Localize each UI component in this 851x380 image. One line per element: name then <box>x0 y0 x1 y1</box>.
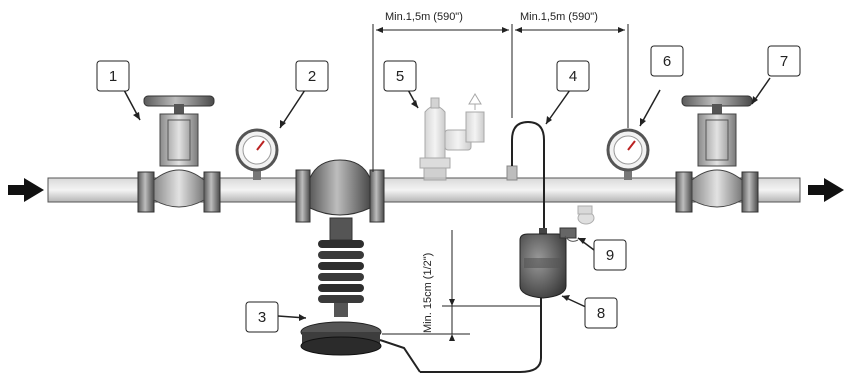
callout-7: 7 <box>767 45 801 77</box>
pressure-reducing-valve-actuator <box>295 159 385 356</box>
callout-9: 9 <box>593 239 627 271</box>
safety-relief-valve <box>419 93 485 181</box>
callout-3: 3 <box>245 301 279 333</box>
dimension-vertical-label: Min. 15cm (1/2") <box>422 253 434 333</box>
callout-arrowheads <box>133 96 758 321</box>
callout-5: 5 <box>383 60 417 92</box>
callout-4-label: 4 <box>569 68 577 85</box>
callout-9-label: 9 <box>606 247 614 264</box>
callout-6: 6 <box>650 45 684 77</box>
pressure-gauge-outlet <box>606 128 650 180</box>
impulse-line-tap <box>420 120 545 373</box>
callout-5-label: 5 <box>396 68 404 85</box>
flow-arrow-outlet-icon <box>808 178 844 202</box>
spring-icon <box>318 240 364 303</box>
dimension-top-right-label: Min.1,5m (590") <box>520 11 598 23</box>
flow-arrow-inlet-icon <box>8 178 44 202</box>
pressure-gauge-inlet <box>235 128 279 180</box>
callout-1: 1 <box>96 60 130 92</box>
shut-off-valve-outlet <box>675 95 759 213</box>
callout-1-label: 1 <box>109 68 117 85</box>
callout-4: 4 <box>556 60 590 92</box>
dimension-top-left-label: Min.1,5m (590") <box>385 11 463 23</box>
callout-3-label: 3 <box>258 309 266 326</box>
dimension-top-left: Min.1,5m (590") <box>372 11 513 172</box>
actuator-control-line <box>379 339 421 373</box>
fill-plug <box>559 205 595 242</box>
callout-6-label: 6 <box>663 53 671 70</box>
callout-8-label: 8 <box>597 305 605 322</box>
condensate-pot <box>519 228 567 299</box>
shut-off-valve-inlet <box>137 95 221 213</box>
dimension-vertical: Min. 15cm (1/2") <box>382 230 540 341</box>
callout-7-label: 7 <box>780 53 788 70</box>
callout-8: 8 <box>584 297 618 329</box>
callout-2: 2 <box>295 60 329 92</box>
dimension-top-right: Min.1,5m (590") <box>515 11 629 128</box>
callout-2-label: 2 <box>308 68 316 85</box>
